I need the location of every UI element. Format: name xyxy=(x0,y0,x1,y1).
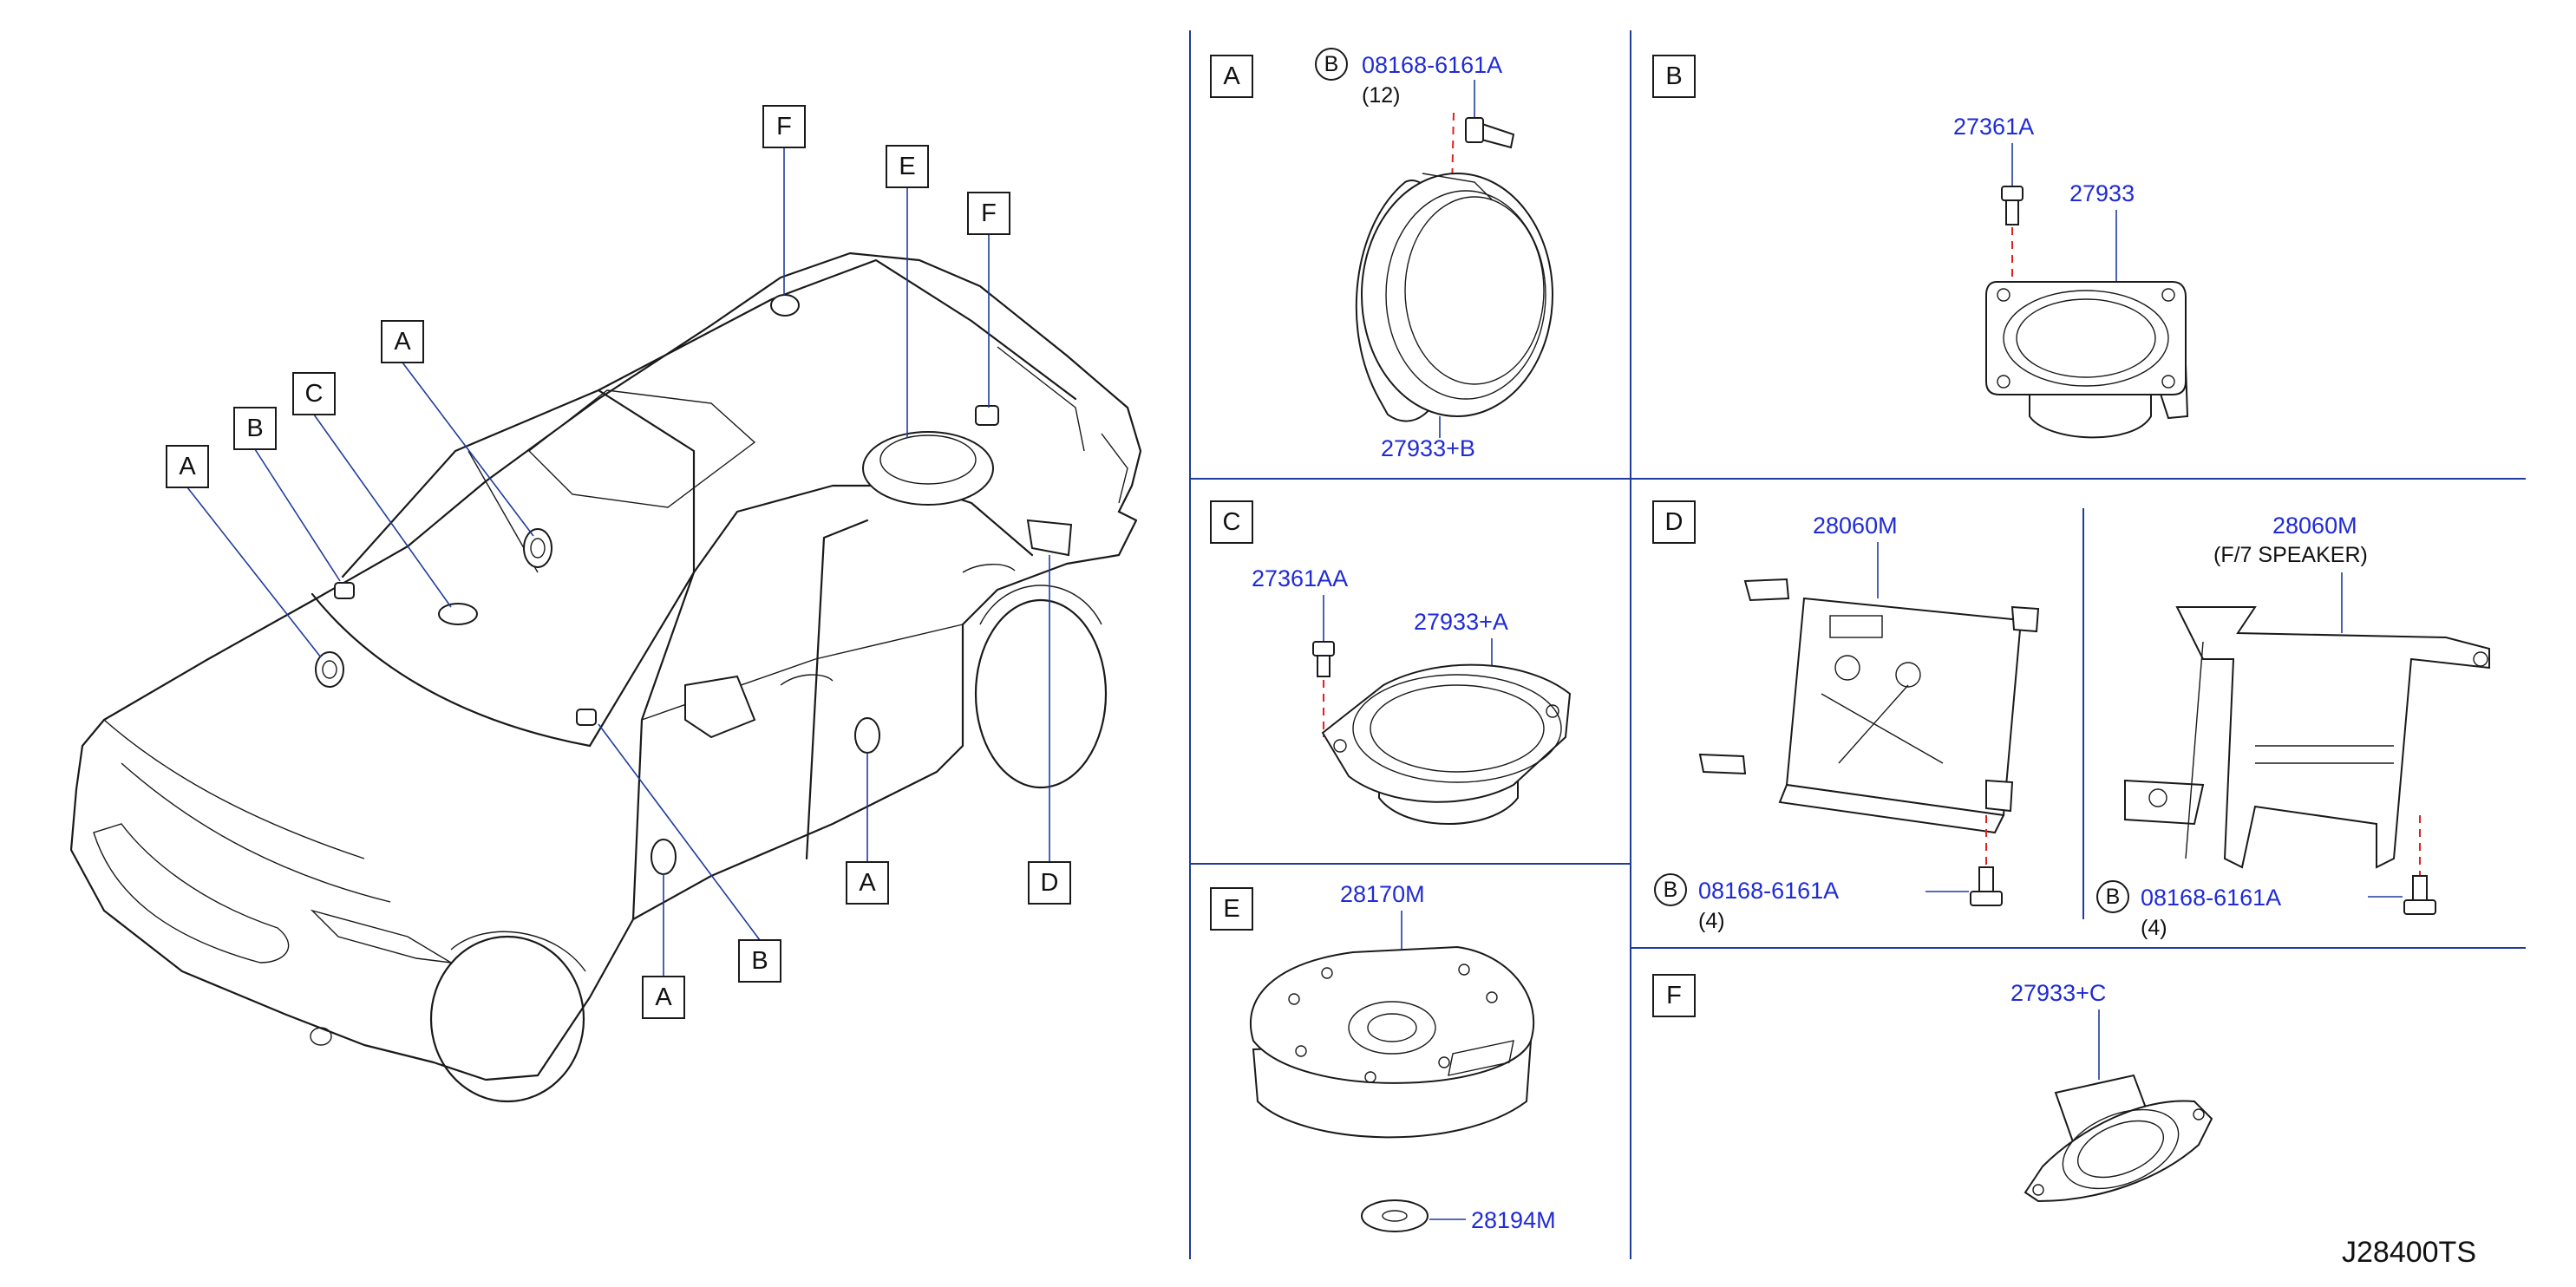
panel-f-letter: F xyxy=(1666,982,1682,1009)
car-overview-drawing: F E F A C B A xyxy=(69,105,1142,1103)
panel-a-letter: A xyxy=(1223,62,1240,90)
panel-b: B 27361A 27933 xyxy=(1652,55,2189,439)
overview-tag-b-rear: B xyxy=(738,939,781,983)
washer-e-drawing xyxy=(1361,1199,1429,1232)
overview-tag-a-pillar: A xyxy=(381,320,424,363)
svg-text:A: A xyxy=(179,453,196,480)
overview-tag-d: D xyxy=(1028,861,1071,905)
panel-e-letter: E xyxy=(1223,895,1239,923)
panel-f: F 27933+C xyxy=(1652,974,2213,1203)
bolt-symbol-a: B xyxy=(1324,52,1339,76)
svg-text:B: B xyxy=(246,415,263,442)
screw-c-drawing xyxy=(1312,641,1335,677)
part-number-bracket-d: 28060M xyxy=(2272,513,2357,539)
bolt-d1-drawing xyxy=(1970,866,2003,906)
overview-leader-lines xyxy=(186,147,1050,977)
bolt-d2-drawing xyxy=(2403,875,2436,915)
tweeter-f-drawing xyxy=(2024,1074,2213,1203)
svg-text:D: D xyxy=(1041,869,1059,897)
part-number-woofer-e: 28170M xyxy=(1340,881,1425,907)
diagram-code: J28400TS xyxy=(2342,1236,2476,1269)
screw-b-drawing xyxy=(2001,186,2024,225)
overview-tags: F E F A C B A xyxy=(166,105,1071,1019)
panel-d: D 28060M B 08168-6161A (4) 28060M (F/ xyxy=(1652,500,2490,940)
panel-c: C 27361AA 27933+A xyxy=(1210,500,1572,825)
bracket-d-note: (F/7 SPEAKER) xyxy=(2213,543,2368,567)
svg-text:F: F xyxy=(981,199,997,227)
quantity-bolt-a: (12) xyxy=(1362,83,1400,108)
speaker-b-drawing xyxy=(1985,281,2189,439)
amplifier-d-drawing xyxy=(1698,578,2040,834)
overview-tag-a-rear-door: A xyxy=(846,861,889,905)
speaker-a-drawing xyxy=(1355,173,1553,422)
panel-d-letter: D xyxy=(1665,508,1684,536)
part-number-amplifier-d: 28060M xyxy=(1813,513,1898,539)
quantity-bolt-d2: (4) xyxy=(2141,916,2167,940)
bolt-symbol-d2: B xyxy=(2106,885,2121,909)
speaker-c-drawing xyxy=(1321,663,1572,825)
part-number-washer-e: 28194M xyxy=(1471,1207,1556,1233)
car-speaker-markers xyxy=(315,294,1073,875)
svg-text:A: A xyxy=(655,983,672,1011)
part-number-speaker-a: 27933+B xyxy=(1381,435,1475,461)
bolt-symbol-d1: B xyxy=(1664,878,1678,902)
svg-text:C: C xyxy=(305,380,324,408)
quantity-bolt-d1: (4) xyxy=(1698,909,1725,933)
overview-tag-e: E xyxy=(886,145,929,188)
panel-b-letter: B xyxy=(1665,62,1682,90)
bolt-a-drawing xyxy=(1465,117,1515,149)
svg-text:F: F xyxy=(776,113,792,140)
svg-text:E: E xyxy=(899,153,915,180)
overview-tag-a-front-door: A xyxy=(642,976,685,1019)
part-number-speaker-c: 27933+A xyxy=(1414,609,1508,635)
panel-e: E 28170M 28194M xyxy=(1210,881,1556,1233)
part-number-bolt-a: 08168-6161A xyxy=(1362,52,1502,78)
part-number-bolt-d2: 08168-6161A xyxy=(2141,885,2281,911)
part-number-screw-c: 27361AA xyxy=(1252,565,1348,591)
panel-separators xyxy=(1189,30,2526,1259)
overview-tag-f-rear: F xyxy=(967,192,1010,235)
svg-text:B: B xyxy=(751,947,768,975)
panel-c-letter: C xyxy=(1223,508,1241,536)
svg-text:A: A xyxy=(859,869,876,897)
overview-tag-b-front: B xyxy=(233,407,277,450)
woofer-e-drawing xyxy=(1249,945,1535,1139)
overview-tag-c: C xyxy=(292,372,336,415)
overview-tag-a-left: A xyxy=(166,445,209,488)
part-number-bolt-d1: 08168-6161A xyxy=(1698,878,1839,904)
overview-tag-f-roof: F xyxy=(762,105,806,148)
panel-a: A B 08168-6161A (12) 27933+B xyxy=(1210,48,1553,461)
bracket-d-drawing xyxy=(2124,606,2490,869)
part-number-tweeter-f: 27933+C xyxy=(2010,980,2106,1006)
part-number-speaker-b: 27933 xyxy=(2069,180,2135,206)
svg-text:A: A xyxy=(394,328,411,356)
part-number-screw-b: 27361A xyxy=(1953,114,2034,140)
